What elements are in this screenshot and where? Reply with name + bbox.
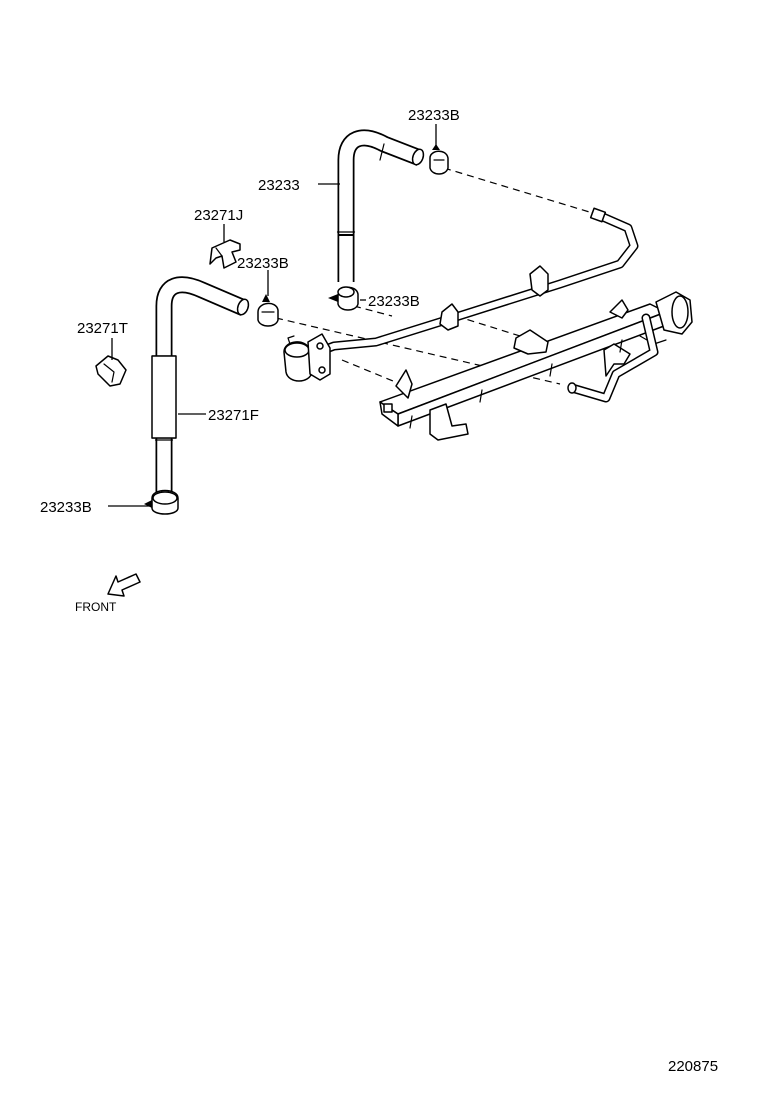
leader-lines — [108, 124, 437, 507]
front-arrow-icon — [107, 573, 141, 597]
front-label: FRONT — [75, 600, 117, 614]
label-clamp-mid-right: 23233B — [368, 293, 420, 310]
clamp-bottom — [144, 489, 179, 515]
vacuum-hose-lower — [151, 276, 250, 500]
return-pipe — [313, 207, 639, 357]
label-hose-lower: 23271F — [208, 407, 259, 424]
pressure-regulator — [283, 333, 331, 382]
vacuum-hose-upper — [336, 129, 425, 282]
clamp-mid-right — [328, 286, 359, 311]
label-clamp-bottom: 23233B — [40, 499, 92, 516]
clip-t — [95, 355, 127, 387]
figure-number: 220875 — [668, 1058, 718, 1075]
clip-j — [209, 239, 241, 269]
clamp-top — [429, 144, 449, 175]
label-clamp-top: 23233B — [408, 107, 460, 124]
label-clamp-mid-left: 23233B — [237, 255, 289, 272]
fuel-delivery-pipe — [379, 291, 693, 441]
label-clip-j: 23271J — [194, 207, 243, 224]
label-clip-t: 23271T — [77, 320, 128, 337]
clamp-mid-left — [257, 294, 279, 327]
label-hose-upper: 23233 — [258, 177, 300, 194]
